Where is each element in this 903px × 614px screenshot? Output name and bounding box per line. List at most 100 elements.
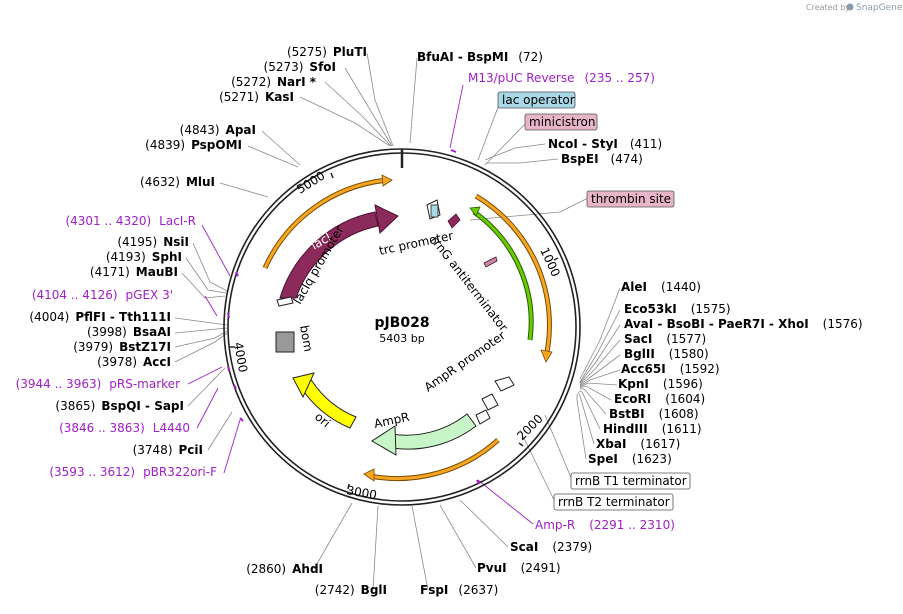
leader-xbai: [577, 391, 595, 445]
primer-pbr322-range: (3593 .. 3612): [49, 465, 135, 479]
leader-rrnb-t2: [519, 429, 556, 503]
rrnB-T2-box: [553, 493, 674, 511]
enzyme-bspqi: (3865)BspQI - SapI: [55, 399, 184, 413]
leader-pbr322ori-f: [223, 419, 241, 474]
enzyme-hindiii-name: HindIII: [603, 422, 648, 436]
enzyme-bgli-name: BglI: [361, 583, 387, 597]
tick-label-4000: 4000: [231, 341, 250, 374]
enzyme-bstz17i-name: BstZ17I: [119, 340, 171, 354]
enzyme-bstbi-pos: (1608): [659, 407, 699, 421]
enzyme-sfoi-pos: (5273): [264, 60, 304, 74]
leader-pluti: [366, 52, 394, 147]
thrombin-site-box: [586, 190, 675, 208]
leader-sphi: [185, 257, 227, 294]
leader-pflfi: [174, 317, 228, 326]
AmpR-promoter-label: AmpR promoter: [422, 328, 508, 394]
primer-m13-range: (235 .. 257): [585, 71, 655, 85]
enzyme-ncoi-name: NcoI - StyI: [548, 137, 618, 151]
leader-bspei: [487, 158, 559, 164]
lac-operator-box: [497, 91, 576, 109]
rrnB-T1-label: rrnB T1 terminator: [575, 474, 687, 488]
leader-fspi: [411, 505, 429, 591]
tick-3000: [347, 483, 350, 490]
credit-brand: SnapGene: [856, 3, 903, 13]
enzyme-pflfi: (4004)PflFI - Tth111I: [29, 310, 171, 324]
leader-hindiii: [578, 390, 601, 430]
enzyme-bglii-name: BglII: [624, 347, 655, 361]
enzyme-bstbi: BstBI(1608): [609, 407, 699, 421]
enzyme-eco53ki-pos: (1575): [691, 302, 731, 316]
enzyme-pvui-name: PvuI: [477, 561, 507, 575]
enzyme-saci-name: SacI: [624, 332, 652, 346]
enzyme-bsaai: (3998) BsaAI: [87, 325, 171, 339]
credit-prefix: Created by: [806, 3, 850, 12]
lacI-outer-arc: [263, 178, 389, 269]
primer-pgex3-range: (4104 .. 4126): [32, 288, 118, 302]
enzyme-fspi: FspI(2637): [420, 583, 498, 597]
minicistron-shape: [447, 213, 461, 229]
leader-psppomi: [247, 145, 299, 168]
enzyme-xbai: XbaI(1617): [596, 437, 680, 451]
enzyme-bfuai: BfuAI - BspMI(72): [417, 50, 543, 64]
enzyme-pspomi-name: PspOMI: [191, 138, 242, 152]
enzyme-bsaai-name: BsaAI: [133, 325, 171, 339]
enzyme-ecori-pos: (1604): [665, 392, 705, 406]
primer-labels: M13/pUC Reverse(235 .. 257) (4301 .. 432…: [16, 71, 675, 532]
enzyme-bsaai-pos: (3998): [87, 325, 127, 339]
enzyme-bstz17i-pos: (3979): [73, 340, 113, 354]
enzyme-saci: SacI(1577): [624, 332, 706, 346]
minicistron-label: minicistron: [529, 115, 595, 129]
primer-mark-pbr322: [239, 417, 244, 422]
enzyme-bspei-name: BspEI: [561, 152, 599, 166]
primer-l4440-range: (3846 .. 3863): [59, 421, 145, 435]
primer-mark-prs: [227, 365, 230, 372]
leader-prs-marker: [187, 366, 223, 385]
lac-operator-label: lac operator: [502, 93, 575, 107]
plasmid-name: pJB028: [374, 315, 429, 331]
enzyme-bglii: BglII(1580): [624, 347, 709, 361]
enzyme-apai-name: ApaI: [226, 123, 256, 137]
enzyme-mlui: (4632)MluI: [140, 175, 215, 189]
leader-bfuai: [409, 57, 418, 144]
rrnG-arc: [473, 210, 533, 341]
primer-l4440-name: L4440: [153, 421, 190, 435]
enzyme-apai: (4843)ApaI: [180, 123, 256, 137]
leader-lac-operator: [477, 101, 501, 161]
enzyme-eco53ki-name: Eco53kI: [624, 302, 677, 316]
leader-bsaai: [174, 327, 228, 334]
enzyme-fspi-name: FspI: [420, 583, 448, 597]
enzyme-kpni-pos: (1596): [663, 377, 703, 391]
leader-ncoi: [484, 143, 546, 161]
leader-apai: [261, 130, 301, 166]
leader-pvui: [439, 504, 477, 569]
enzyme-acci-name: AccI: [143, 355, 171, 369]
enzyme-pspomi: (4839)PspOMI: [145, 138, 242, 152]
enzyme-hindiii: HindIII(1611): [603, 422, 702, 436]
bottom-outer-arc-head: [363, 468, 375, 482]
enzyme-kasi-pos: (5271): [219, 90, 259, 104]
enzyme-maubi-pos: (4171): [90, 265, 130, 279]
enzyme-bspei: BspEI(474): [561, 152, 643, 166]
enzyme-alei-name: AleI: [621, 280, 647, 294]
leader-bgli: [372, 505, 379, 591]
enzyme-pcii-name: PciI: [179, 443, 204, 457]
primer-prs-name: pRS-marker: [109, 377, 180, 391]
leader-thrombin: [469, 197, 589, 221]
leader-amp-r: [477, 479, 534, 525]
enzyme-bspqi-name: BspQI - SapI: [101, 399, 184, 413]
enzyme-avai-name: AvaI - BsoBI - PaeR7I - XhoI: [624, 317, 809, 331]
enzyme-nari-pos: (5272): [231, 75, 271, 89]
credit: Created by SnapGene: [806, 3, 903, 13]
snapgene-logo-icon: [846, 3, 854, 11]
enzyme-kasi: (5271)KasI: [219, 90, 294, 104]
enzyme-ncoi-pos: (411): [630, 137, 662, 151]
leader-laci-r: [201, 224, 231, 277]
boxed-feature-labels: lac operator minicistron thrombin site r…: [497, 91, 691, 511]
right-outer-arc-head: [540, 349, 553, 363]
primer-laci-r: (4301 .. 4320)LacI-R: [65, 214, 196, 228]
enzyme-bgli-pos: (2742): [315, 583, 355, 597]
primer-laci-r-name: LacI-R: [159, 214, 196, 228]
leader-rrnb-t1: [544, 414, 573, 481]
leader-bstz17i: [174, 330, 228, 348]
enzyme-sphi: (4193)SphI: [106, 250, 182, 264]
